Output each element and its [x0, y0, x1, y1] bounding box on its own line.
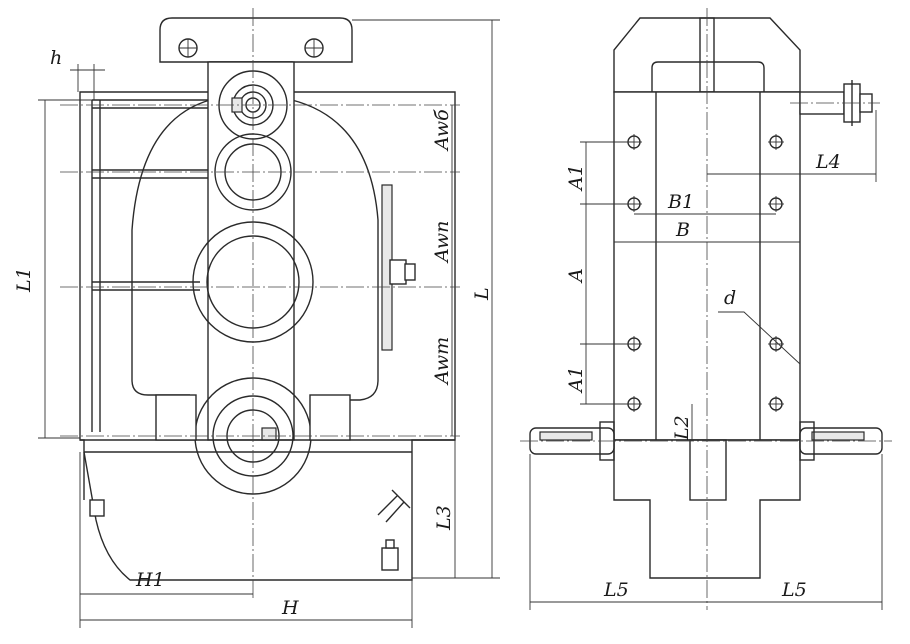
label-A1-top: A1 — [565, 164, 587, 192]
label-B: B — [675, 219, 690, 241]
label-Awb: Awб — [431, 109, 453, 152]
label-L2: L2 — [671, 415, 693, 441]
front-view — [60, 8, 460, 600]
label-L4: L4 — [815, 151, 841, 173]
drain-plug — [89, 499, 105, 517]
oil-gauge — [377, 489, 411, 523]
label-H1: H1 — [135, 569, 165, 591]
label-h: h — [50, 47, 62, 69]
label-Awt: Awт — [431, 337, 453, 386]
side-view — [520, 8, 892, 610]
label-L1: L1 — [13, 267, 35, 293]
label-Awn: Awn — [431, 221, 453, 264]
label-L5-right: L5 — [781, 579, 807, 601]
label-H: H — [281, 597, 299, 619]
label-A: A — [565, 268, 587, 284]
oil-plug — [381, 547, 399, 571]
label-L5-left: L5 — [603, 579, 629, 601]
front-view-dimensions: h L1 Awб Awn Awт L L3 H1 H — [13, 19, 500, 628]
top-lifting-lug — [159, 17, 353, 63]
housing-inner-contour — [131, 99, 211, 396]
side-view-dimensions: A1 A A1 B1 B L4 d L2 L5 L5 — [529, 110, 883, 610]
label-B1: B1 — [667, 191, 694, 213]
label-L: L — [471, 287, 493, 301]
shaft-column — [207, 61, 295, 441]
label-A1-bottom: A1 — [565, 366, 587, 394]
label-d: d — [724, 287, 736, 309]
label-L3: L3 — [433, 505, 455, 531]
